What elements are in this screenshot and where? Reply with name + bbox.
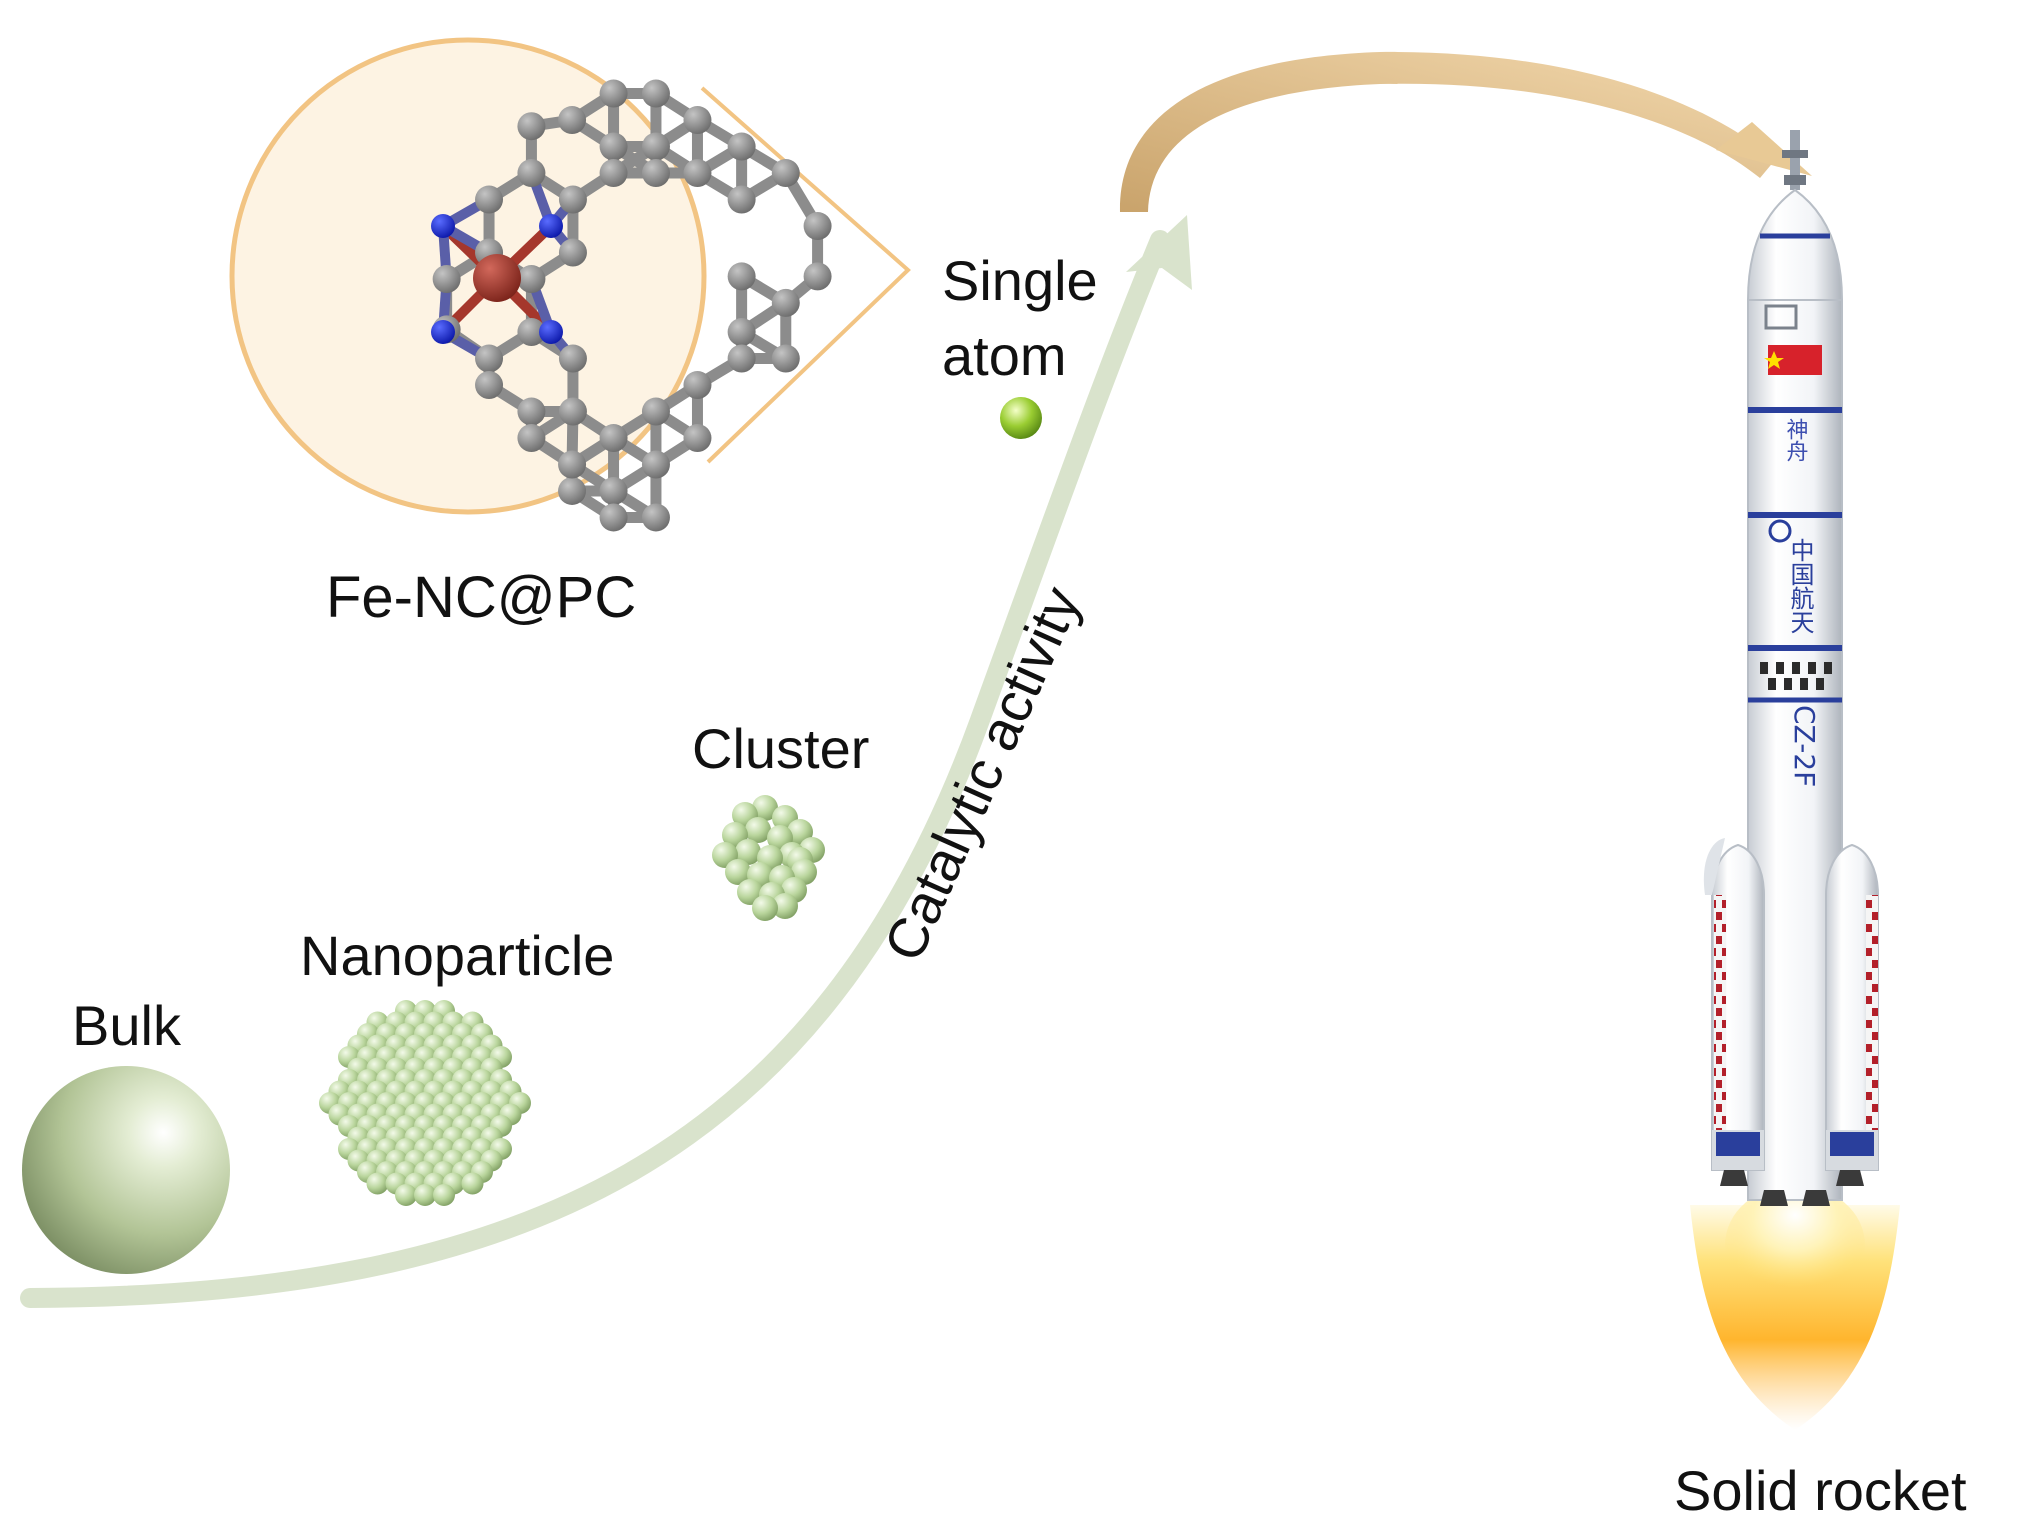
bulk-sphere (22, 1066, 230, 1274)
carbon-atom (727, 344, 756, 373)
cluster-bead (772, 893, 798, 919)
carbon-atom (803, 212, 832, 241)
carbon-atom (771, 288, 800, 317)
nanoparticle-bead (414, 1184, 436, 1206)
nanoparticle-bead (366, 1172, 389, 1195)
carbon-atom (517, 265, 546, 294)
label-cluster: Cluster (692, 717, 869, 780)
carbon-atom (641, 159, 670, 188)
label-nanoparticle: Nanoparticle (300, 924, 614, 987)
rocket: 神舟 中国航天 CZ-2F (1690, 130, 1900, 1430)
nanoparticle-bead (461, 1172, 484, 1195)
carbon-atom (727, 185, 756, 214)
cluster-bead (735, 839, 761, 865)
label-catalytic-activity: Catalytic activity (871, 578, 1092, 970)
small-cluster (712, 795, 825, 921)
carbon-atom (517, 112, 546, 141)
rocket-marking-top: 神舟 (1783, 418, 1809, 462)
carbon-atom (558, 477, 587, 506)
carbon-atom (558, 344, 587, 373)
carbon-atom (599, 79, 628, 108)
nitrogen-atom (431, 320, 455, 344)
carbon-atom (517, 397, 546, 426)
carbon-atom (517, 159, 546, 188)
carbon-atom (558, 397, 587, 426)
carbon-atom (475, 185, 504, 214)
carbon-atom (558, 185, 587, 214)
iron-atom (473, 254, 521, 302)
label-fe-nc-pc: Fe-NC@PC (326, 565, 636, 630)
carbon-atom (641, 397, 670, 426)
carbon-atom (599, 477, 628, 506)
carbon-atom (558, 450, 587, 479)
carbon-atom (771, 159, 800, 188)
carbon-atom (599, 132, 628, 161)
carbon-atom (727, 132, 756, 161)
carbon-atom (599, 503, 628, 532)
rocket-marking-agency: 中国航天 (1786, 538, 1814, 634)
nanoparticle-bead (395, 1184, 417, 1206)
carbon-atom (803, 262, 832, 291)
label-bulk: Bulk (72, 994, 182, 1057)
rocket-marking-model: CZ-2F (1788, 705, 1821, 787)
label-single-atom-line1: Single (942, 249, 1098, 312)
nanoparticle-bead (433, 1184, 455, 1206)
activity-arrow (20, 215, 1192, 1308)
carbon-atom (641, 503, 670, 532)
carbon-atom (771, 344, 800, 373)
cluster-bead (752, 895, 778, 921)
cluster-bead (752, 795, 778, 821)
carbon-atom (683, 424, 712, 453)
carbon-atom (517, 318, 546, 347)
label-single-atom-line2: atom (942, 324, 1067, 387)
carbon-atom (683, 371, 712, 400)
zoom-callout (229, 37, 911, 515)
label-solid-rocket: Solid rocket (1674, 1459, 1967, 1522)
single-atom-sphere (1000, 397, 1042, 439)
cluster-bead (725, 859, 751, 885)
cluster-bead (745, 817, 771, 843)
carbon-atom (683, 106, 712, 135)
transfer-arrow (1119, 51, 1812, 212)
carbon-atom (432, 265, 461, 294)
carbon-atom (641, 132, 670, 161)
carbon-atom (641, 450, 670, 479)
rocket-flame (1690, 1185, 1900, 1430)
carbon-atom (683, 159, 712, 188)
carbon-atom (727, 262, 756, 291)
fe-n4-structure (431, 79, 832, 532)
carbon-atom (517, 424, 546, 453)
carbon-atom (558, 238, 587, 267)
nitrogen-atom (431, 214, 455, 238)
carbon-atom (558, 106, 587, 135)
nitrogen-atom (539, 214, 563, 238)
carbon-atom (727, 318, 756, 347)
nanoparticle-cluster (319, 1000, 531, 1206)
nitrogen-atom (539, 320, 563, 344)
carbon-atom (475, 371, 504, 400)
carbon-atom (599, 159, 628, 188)
right-booster (1825, 843, 1879, 1171)
carbon-atom (641, 79, 670, 108)
carbon-atom (599, 424, 628, 453)
left-booster (1703, 838, 1765, 1171)
carbon-atom (475, 344, 504, 373)
